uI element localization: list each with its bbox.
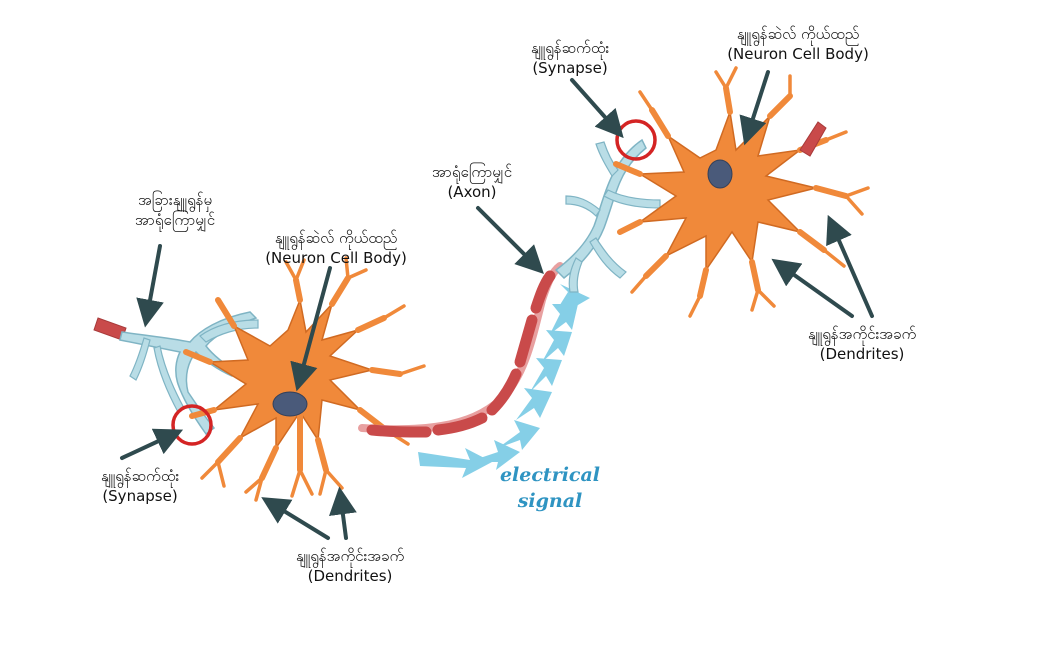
label-dendrites-right: နျူရွန်အကိုင်းအခက် (Dendrites) xyxy=(780,324,944,364)
arrow-dendrites-right-1 xyxy=(771,258,854,318)
label-dendrites-left-en: (Dendrites) xyxy=(307,567,393,585)
arrow-dendrites-left-2 xyxy=(329,486,357,540)
label-cell-body-left-en: (Neuron Cell Body) xyxy=(265,249,407,267)
synapse-circle-left xyxy=(171,404,213,446)
label-cell-body-right: နျူရွန်ဆဲလ် ကိုယ်ထည် (Neuron Cell Body) xyxy=(708,24,888,64)
arrow-other-axon xyxy=(136,244,164,328)
label-synapse-left: နျူရွန်ဆက်ထုံး (Synapse) xyxy=(78,466,202,506)
label-cell-body-right-my: နျူရွန်ဆဲလ် ကိုယ်ထည် xyxy=(736,25,860,43)
label-synapse-right: နျူရွန်ဆက်ထုံး (Synapse) xyxy=(508,38,632,78)
right-axon-terminal xyxy=(554,138,661,293)
signal-line2: signal xyxy=(517,490,583,512)
arrow-cell-body-right xyxy=(739,70,770,146)
label-axon: အာရုံကြောမျှင် (Axon) xyxy=(410,162,534,202)
arrow-dendrites-left-1 xyxy=(261,497,330,540)
label-other-axon-line1: အခြားနျူရွန်မှ xyxy=(137,191,213,209)
label-dendrites-right-en: (Dendrites) xyxy=(819,345,905,363)
label-synapse-right-my: နျူရွန်ဆက်ထုံး xyxy=(530,39,610,57)
arrow-synapse-right xyxy=(570,78,624,139)
label-other-axon-line2: အာရုံကြောမျှင် xyxy=(134,211,216,229)
label-cell-body-right-en: (Neuron Cell Body) xyxy=(727,45,869,63)
signal-line1: electrical xyxy=(499,464,601,486)
synapse-circle-right xyxy=(615,119,657,161)
label-axon-my: အာရုံကြောမျှင် xyxy=(431,163,513,181)
arrow-cell-body-left xyxy=(290,266,332,392)
label-synapse-left-en: (Synapse) xyxy=(102,487,178,505)
arrow-synapse-left xyxy=(120,428,184,460)
label-cell-body-left-my: နျူရွန်ဆဲလ် ကိုယ်ထည် xyxy=(274,229,398,247)
label-dendrites-left: နျူရွန်အကိုင်းအခက် (Dendrites) xyxy=(270,546,430,586)
left-cell-body xyxy=(183,256,426,502)
label-dendrites-right-my: နျူရွန်အကိုင်းအခက် xyxy=(807,325,917,343)
label-dendrites-left-my: နျူရွန်အကိုင်းအခက် xyxy=(295,547,405,565)
arrow-dendrites-right-2 xyxy=(826,214,874,318)
label-axon-en: (Axon) xyxy=(447,183,497,201)
pointer-arrows xyxy=(120,70,874,540)
axon xyxy=(358,262,564,438)
left-axon-terminal xyxy=(93,311,259,436)
signal-arrows xyxy=(418,284,590,478)
label-synapse-left-my: နျူရွန်ဆက်ထုံး xyxy=(100,467,180,485)
label-cell-body-left: နျူရွန်ဆဲလ် ကိုယ်ထည် (Neuron Cell Body) xyxy=(248,228,424,268)
label-synapse-right-en: (Synapse) xyxy=(532,59,608,77)
right-cell-body xyxy=(613,66,870,318)
arrow-axon xyxy=(476,206,544,274)
label-other-axon: အခြားနျူရွန်မှ အာရုံကြောမျှင် xyxy=(112,190,238,230)
electrical-signal-label: electrical signal xyxy=(490,462,610,514)
